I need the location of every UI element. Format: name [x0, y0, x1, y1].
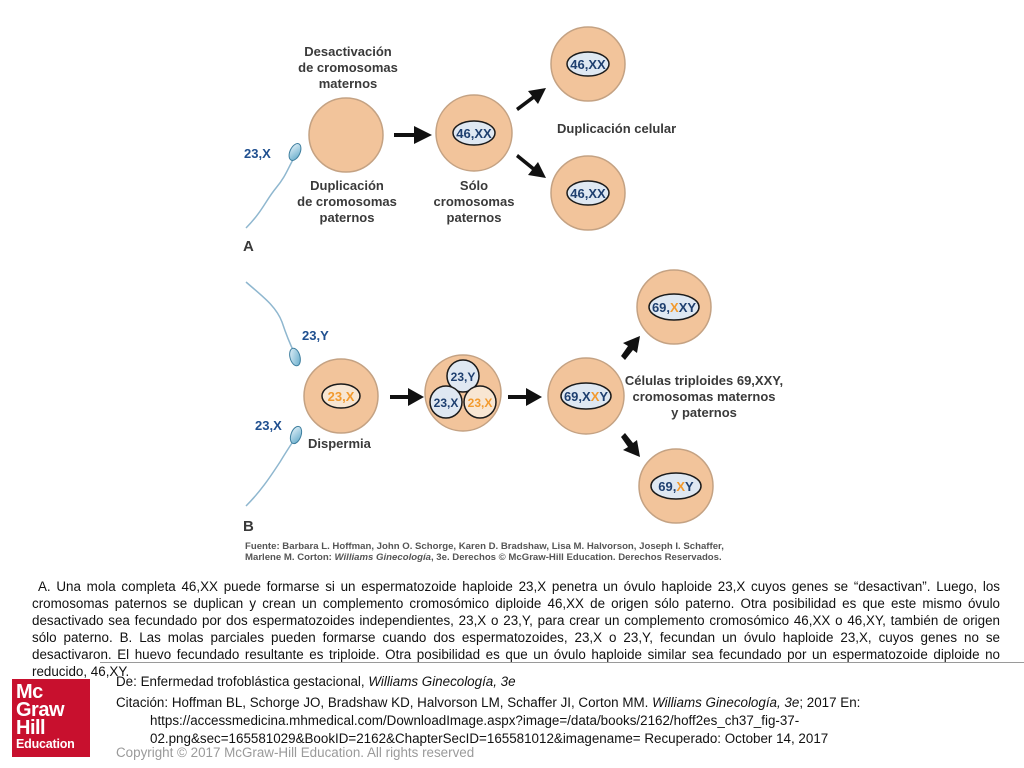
citation-block: Citación: Hoffman BL, Schorge JO, Bradsh… — [116, 694, 876, 748]
from-book: Williams Ginecología, 3e — [368, 674, 516, 689]
cell-duplication-label: Duplicación celular — [557, 121, 676, 136]
sperm-label-b2: 23,X — [255, 418, 282, 433]
dup-paternal-label-2: de cromosomas — [297, 194, 397, 209]
sperm-label-b1: 23,Y — [302, 328, 329, 343]
triploid-label-1: Células triploides 69,XXY, — [625, 373, 783, 388]
source-from-line: De: Enfermedad trofoblástica gestacional… — [116, 674, 516, 689]
nucleus-a-bottom — [566, 180, 610, 206]
pronucleus-right-label: 23,X — [468, 396, 493, 410]
dup-paternal-label-3: paternos — [320, 210, 375, 225]
citation-prefix: Citación: Hoffman BL, Schorge JO, Bradsh… — [116, 695, 653, 710]
citation-book: Williams Ginecología, 3e — [652, 695, 800, 710]
nucleus-egg-b — [321, 383, 361, 409]
nucleus-b-triploid — [560, 382, 612, 410]
figure-caption: A. Una mola completa 46,XX puede formars… — [32, 579, 1000, 679]
deactivation-label-2: de cromosomas — [298, 60, 398, 75]
arrow-a1 — [394, 126, 432, 144]
sperm-tail-b2 — [245, 439, 295, 507]
pronucleus-right — [463, 385, 497, 419]
fertilization-diagram: 23,X Desactivación de cromosomas materno… — [243, 26, 783, 563]
nucleus-b-bottom — [650, 472, 702, 500]
panel-a-label: A — [243, 238, 254, 255]
dup-paternal-label-1: Duplicación — [310, 178, 384, 193]
arrow-a-up — [516, 88, 546, 111]
cell-a-center-label: 46,XX — [456, 126, 492, 141]
arrow-b2 — [508, 388, 542, 406]
deactivation-label-3: maternos — [319, 76, 378, 91]
citation-suffix: ; 2017 En: — [799, 695, 861, 710]
only-paternal-label-3: paternos — [447, 210, 502, 225]
sperm-label-a: 23,X — [244, 146, 271, 161]
sperm-head-b2 — [289, 425, 303, 445]
citation-url-line1[interactable]: https://accessmedicina.mhmedical.com/Dow… — [150, 713, 800, 728]
arrow-b-down — [621, 433, 640, 457]
nucleus-b-top — [648, 293, 700, 321]
logo-line-2: Graw — [16, 699, 65, 721]
triploid-label-3: y paternos — [671, 405, 737, 420]
sperm-tail-b1 — [245, 281, 295, 353]
logo-line-4: Education — [16, 737, 75, 751]
arrow-b1 — [390, 388, 424, 406]
deactivation-label-1: Desactivación — [304, 44, 391, 59]
copyright-notice: Copyright © 2017 McGraw-Hill Education. … — [116, 745, 475, 760]
from-chapter: Enfermedad trofoblástica gestacional, — [140, 674, 369, 689]
only-paternal-label-2: cromosomas — [434, 194, 515, 209]
logo-line-1: Mc — [16, 681, 43, 703]
figure-source-line2: Marlene M. Corton: Williams Ginecología,… — [245, 552, 722, 563]
from-prefix: De: — [116, 674, 141, 689]
arrow-b-up — [621, 336, 640, 360]
pronucleus-left-label: 23,X — [434, 396, 459, 410]
pronucleus-top — [446, 359, 480, 393]
pronucleus-left — [429, 385, 463, 419]
egg-b-label: 23,X — [328, 389, 355, 404]
triploid-label-2: cromosomas maternos — [632, 389, 775, 404]
cell-a-top-label: 46,XX — [570, 57, 606, 72]
footer-divider — [100, 662, 1024, 663]
cell-b-triploid-label: 69,XXY — [564, 389, 608, 404]
nucleus-a-top — [566, 51, 610, 77]
mcgraw-hill-logo: Mc Graw Hill Education — [12, 679, 90, 757]
citation-url-line2[interactable]: 02.png&sec=165581029&BookID=2162&Chapter… — [150, 731, 829, 746]
cell-a-bottom-label: 46,XX — [570, 186, 606, 201]
cell-b-bottom-label: 69,XY — [658, 479, 694, 494]
only-paternal-label-1: Sólo — [460, 178, 488, 193]
figure-source-line1: Fuente: Barbara L. Hoffman, John O. Scho… — [245, 541, 724, 552]
sperm-head-a — [288, 143, 302, 161]
pronucleus-top-label: 23,Y — [451, 370, 476, 384]
sperm-head-b1 — [289, 347, 301, 367]
dispermy-label: Dispermia — [308, 436, 372, 451]
logo-line-3: Hill — [16, 717, 46, 739]
sperm-tail-a — [245, 157, 295, 229]
panel-b-label: B — [243, 518, 254, 535]
cell-b-top-label: 69,XXY — [652, 300, 696, 315]
nucleus-a-center — [452, 120, 496, 146]
egg-deactivated — [308, 97, 384, 173]
arrow-a-down — [516, 154, 546, 178]
